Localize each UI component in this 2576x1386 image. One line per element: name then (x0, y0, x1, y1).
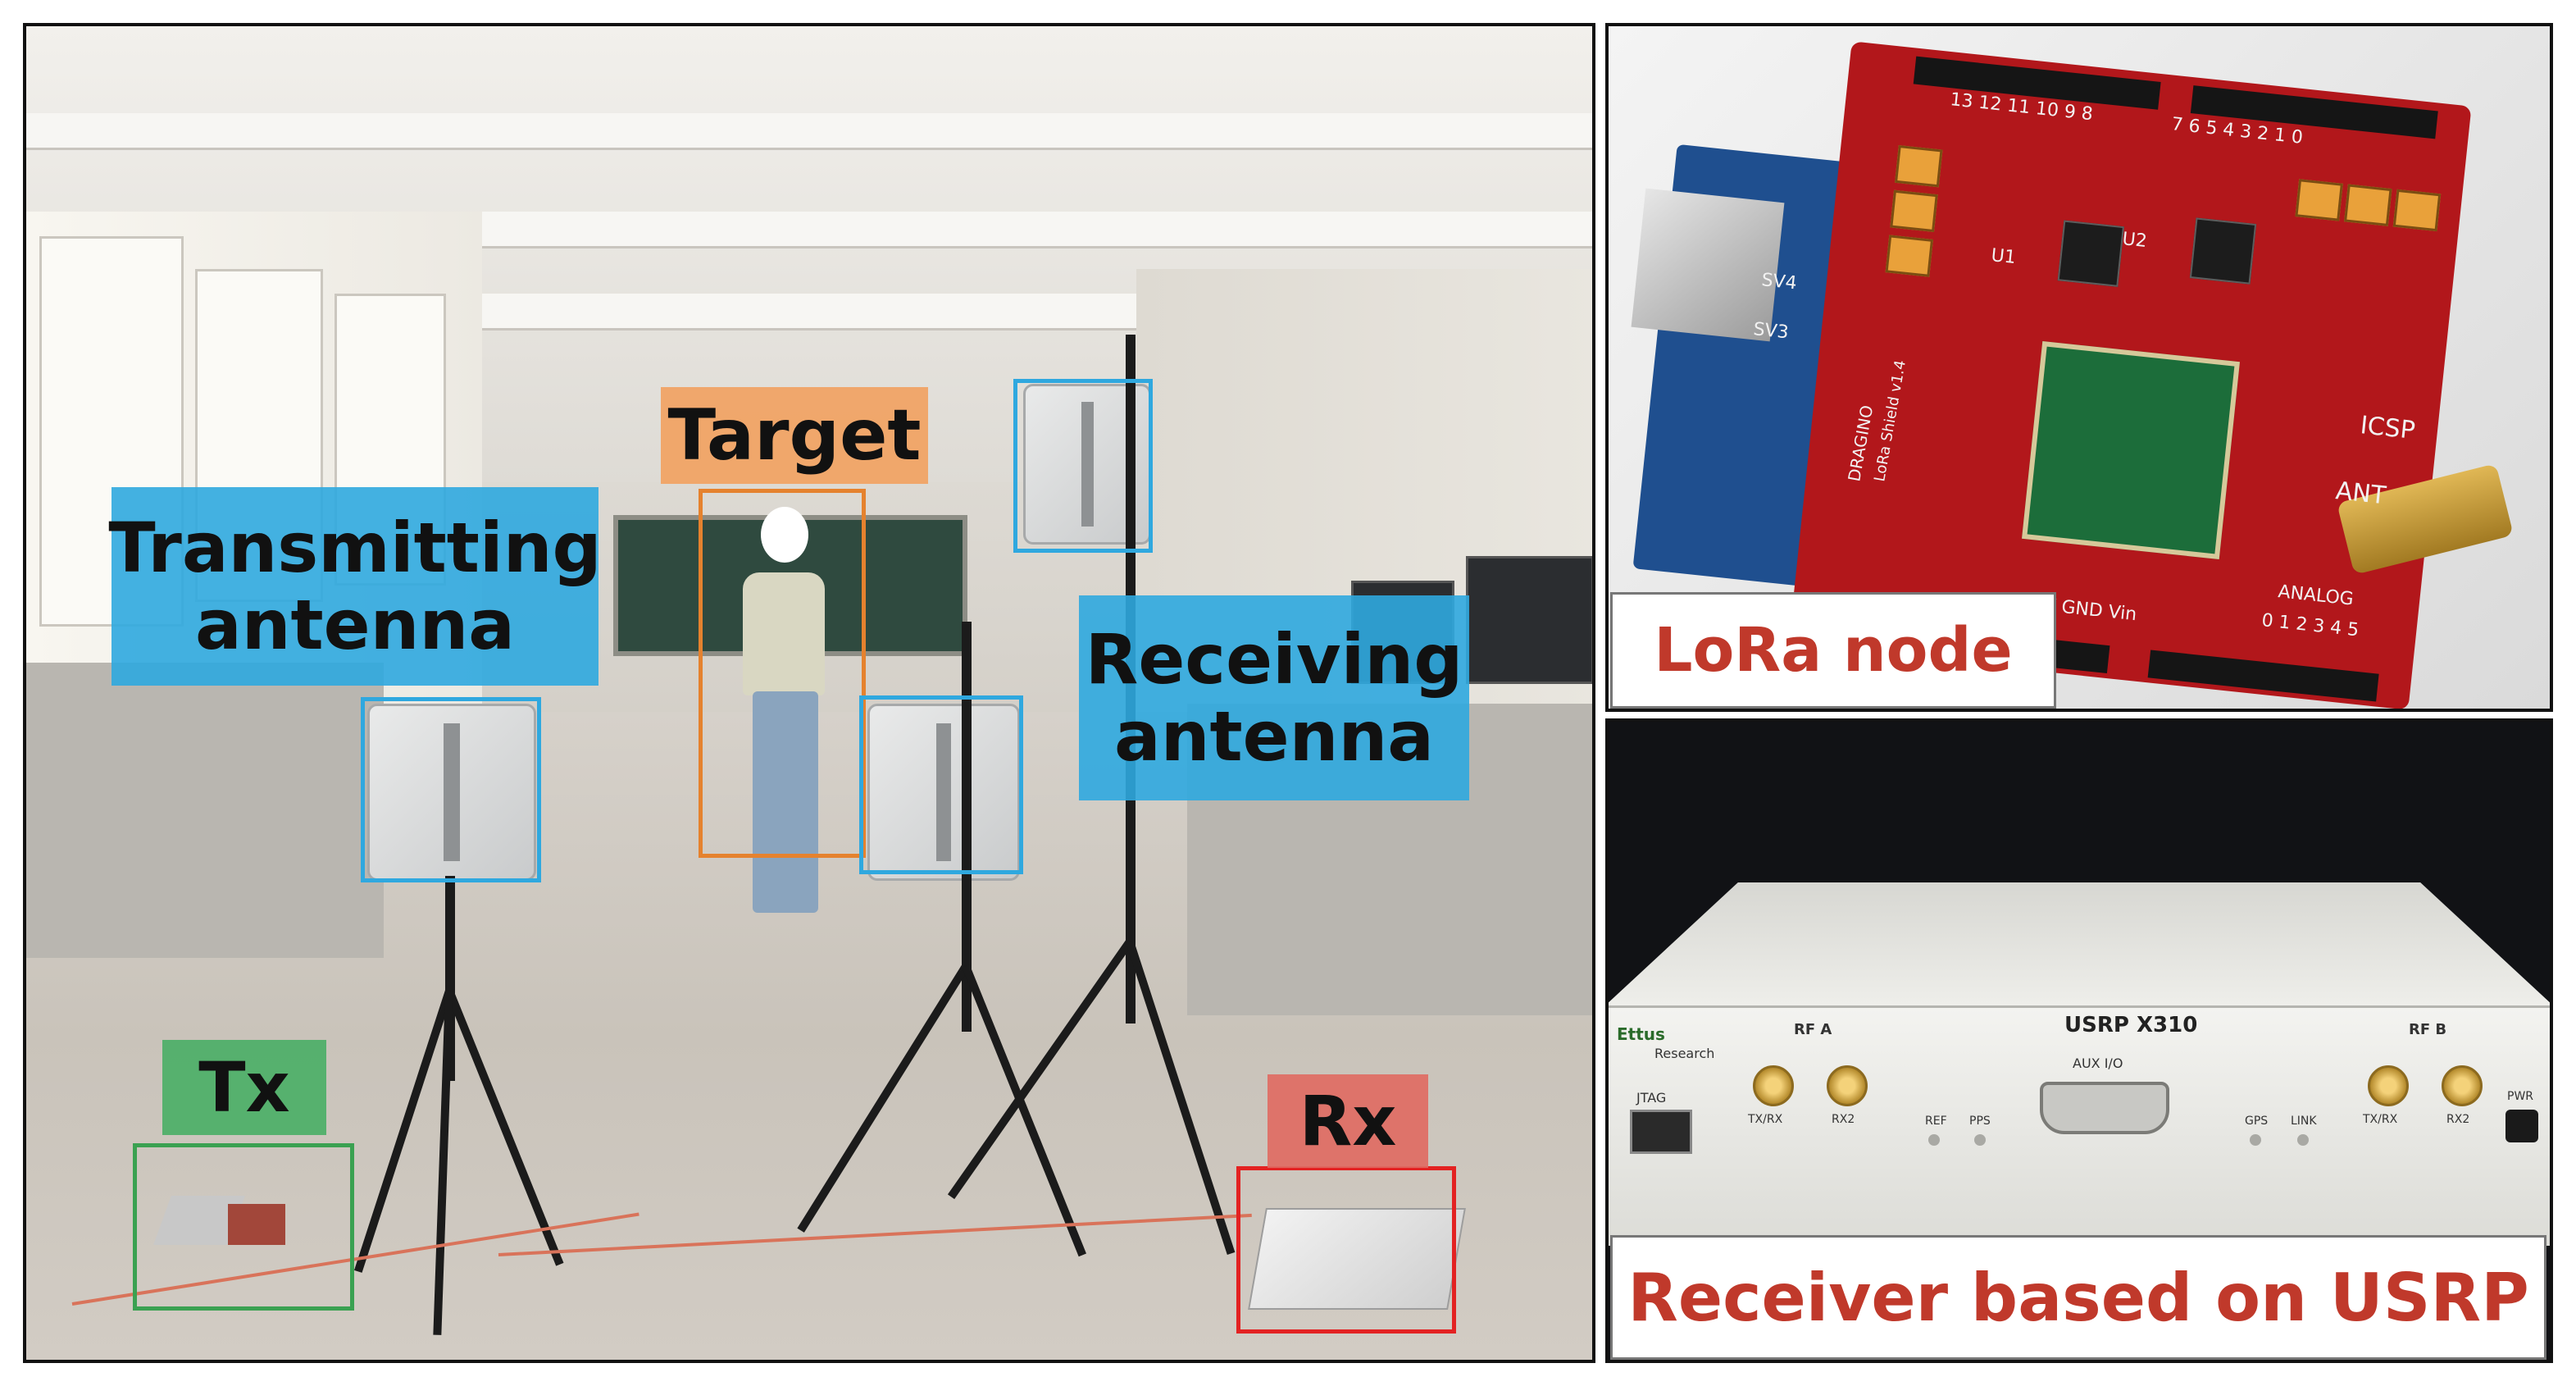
digital-pins-label: 13 12 11 10 9 8 (1949, 89, 2094, 125)
receiving-antenna-label: Receiving antenna (1079, 595, 1469, 800)
monitor (1466, 556, 1594, 684)
person-face-mask (761, 507, 808, 563)
lora-node-photo: 13 12 11 10 9 8 7 6 5 4 3 2 1 0 SV4 SV3 … (1605, 23, 2553, 712)
sv3-label: SV3 (1752, 319, 1789, 343)
u2-label: U2 (2121, 229, 2148, 252)
ref-label: REF (1925, 1115, 1947, 1128)
usrp-top-cover (1605, 882, 2553, 1005)
ant-label: ANT (2334, 476, 2387, 510)
tx-label: Tx (162, 1040, 326, 1135)
rf-a-rx2-connector (1827, 1065, 1868, 1106)
rf-b-txrx-connector (2368, 1065, 2409, 1106)
pwr-label: PWR (2507, 1090, 2534, 1103)
rf-a-txrx-connector (1753, 1065, 1794, 1106)
receiving-antenna-bounding-box (1013, 379, 1153, 553)
rf-b-rx2-connector (2442, 1065, 2483, 1106)
person-shirt (743, 572, 825, 695)
transmitting-antenna-panel (367, 704, 536, 881)
rf-a-rx2-label: RX2 (1832, 1113, 1855, 1126)
link-led (2297, 1134, 2309, 1146)
receiving-antenna-panel (867, 704, 1020, 881)
rf-a-label: RF A (1794, 1021, 1832, 1038)
target-person (728, 507, 843, 917)
jtag-label: JTAG (1636, 1090, 1667, 1106)
gps-led (2250, 1134, 2261, 1146)
transmitting-antenna-bounding-box (361, 697, 541, 882)
ettus-brand-2: Research (1654, 1046, 1715, 1061)
desk-row (23, 663, 384, 958)
target-label: Target (661, 387, 928, 484)
target-bounding-box (699, 489, 866, 858)
aux-io-label: AUX I/O (2073, 1055, 2123, 1071)
digital-pins-label-2: 7 6 5 4 3 2 1 0 (2170, 114, 2304, 148)
usrp-model: USRP X310 (2064, 1013, 2198, 1037)
antenna-bracket (936, 723, 951, 861)
sv4-label: SV4 (1760, 270, 1797, 294)
ref-led (1928, 1134, 1940, 1146)
rf-b-rx2-label: RX2 (2446, 1113, 2470, 1126)
ettus-brand: Ettus (1617, 1024, 1665, 1044)
shield-label: LoRa Shield v1.4 (1871, 359, 1909, 483)
gps-label: GPS (2245, 1115, 2269, 1128)
tripod-pole (962, 622, 972, 1032)
analog-pins-label: 0 1 2 3 4 5 (2260, 610, 2360, 641)
transmitting-antenna-label: Transmitting antenna (108, 487, 602, 686)
aux-io-port (2040, 1082, 2169, 1134)
usrp-front-panel: Ettus Research JTAG RF A TX/RX RX2 REF P… (1605, 1005, 2553, 1246)
usrp-receiver-caption: Receiver based on USRP (1610, 1235, 2546, 1360)
tx-lora-board (228, 1204, 285, 1245)
pps-led (1974, 1134, 1986, 1146)
ceiling-beam (23, 113, 1595, 150)
u1-label: U1 (1990, 245, 2017, 268)
power-button (2505, 1110, 2538, 1142)
lora-node-caption: LoRa node (1610, 592, 2056, 709)
antenna-bracket (444, 723, 460, 861)
lora-board-silkscreen: 13 12 11 10 9 8 7 6 5 4 3 2 1 0 SV4 SV3 … (1752, 89, 2416, 641)
link-label: LINK (2291, 1115, 2317, 1128)
person-jeans (753, 691, 818, 913)
rf-b-txrx-label: TX/RX (2363, 1113, 2398, 1126)
lab-scene-photo (23, 23, 1595, 1363)
pps-label: PPS (1969, 1115, 1991, 1128)
receiving-antenna-bounding-box (859, 695, 1023, 874)
rf-b-label: RF B (2409, 1021, 2447, 1038)
antenna-bracket (1081, 402, 1094, 527)
rx-bounding-box (1236, 1166, 1456, 1334)
jtag-usb-port (1630, 1110, 1692, 1154)
analog-label: ANALOG (2277, 581, 2355, 610)
icsp-label: ICSP (2359, 411, 2416, 445)
rx-label: Rx (1268, 1074, 1428, 1168)
rf-a-txrx-label: TX/RX (1748, 1113, 1783, 1126)
usrp-receiver-photo: Ettus Research JTAG RF A TX/RX RX2 REF P… (1605, 718, 2553, 1363)
tx-bounding-box (133, 1143, 354, 1311)
